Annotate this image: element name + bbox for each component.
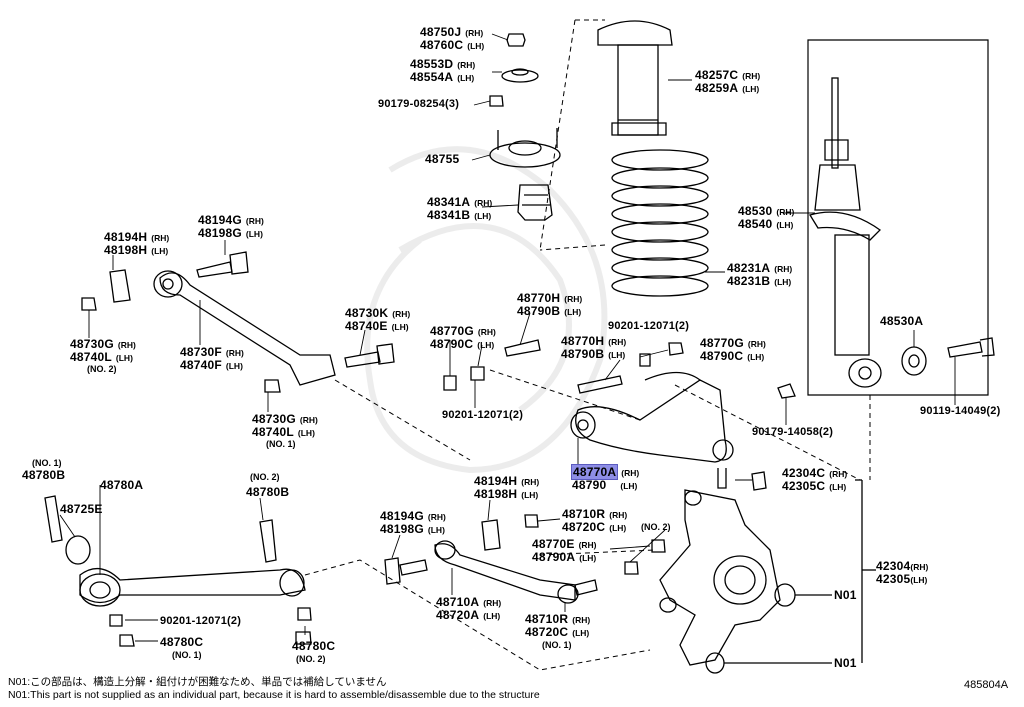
sub-no2-c: (NO. 2) [641, 522, 671, 532]
label-48530[interactable]: 48530(RH) [738, 204, 795, 218]
sub-no2-b: (NO. 2) [250, 472, 280, 482]
label-48554a[interactable]: 48554A(LH) [410, 70, 475, 84]
label-48198g-top[interactable]: 48198G(LH) [198, 226, 263, 240]
label-90179-08254[interactable]: 90179-08254(3) [378, 98, 460, 110]
label-48790b-a[interactable]: 48790B(LH) [517, 304, 582, 318]
footnote-english: N01:This part is not supplied as an indi… [8, 689, 540, 701]
sub-no2-d: (NO. 2) [296, 654, 326, 664]
label-n01-a[interactable]: N01 [834, 588, 857, 602]
label-48790[interactable]: 48790(LH) [572, 478, 638, 492]
sub-no1-c: (NO. 1) [172, 650, 202, 660]
label-48194g-top[interactable]: 48194G(RH) [198, 213, 264, 227]
label-48710r-a[interactable]: 48710R(RH) [562, 507, 628, 521]
label-48740e[interactable]: 48740E(LH) [345, 319, 409, 333]
label-48231b[interactable]: 48231B(LH) [727, 274, 792, 288]
label-48194g-b[interactable]: 48194G(RH) [380, 509, 446, 523]
label-90179-14058[interactable]: 90179-14058(2) [752, 426, 834, 438]
label-48540[interactable]: 48540(LH) [738, 217, 794, 231]
label-90201-12071-a[interactable]: 90201-12071(2) [608, 320, 690, 332]
sub-no1-a: (NO. 1) [266, 439, 296, 449]
label-48790c-a[interactable]: 48790C(LH) [430, 337, 495, 351]
label-48198g-b[interactable]: 48198G(LH) [380, 522, 445, 536]
label-48730g-b[interactable]: 48730G(RH) [252, 412, 318, 426]
label-42304[interactable]: 42304(RH) [876, 559, 929, 573]
label-42304c[interactable]: 42304C(RH) [782, 466, 848, 480]
label-48770h-b[interactable]: 48770H(RH) [561, 334, 627, 348]
label-48740l-b[interactable]: 48740L(LH) [252, 425, 315, 439]
label-48194h-top[interactable]: 48194H(RH) [104, 230, 170, 244]
label-48257c[interactable]: 48257C(RH) [695, 68, 761, 82]
label-48198h-top[interactable]: 48198H(LH) [104, 243, 169, 257]
label-48730k[interactable]: 48730K(RH) [345, 306, 411, 320]
label-48720a[interactable]: 48720A(LH) [436, 608, 501, 622]
label-90201-12071-c[interactable]: 90201-12071(2) [160, 615, 242, 627]
label-48553d[interactable]: 48553D(RH) [410, 57, 476, 71]
label-48710r-b[interactable]: 48710R(RH) [525, 612, 591, 626]
label-48770g-a[interactable]: 48770G(RH) [430, 324, 496, 338]
diagram-id: 485804A [964, 679, 1009, 691]
label-48730f[interactable]: 48730F(RH) [180, 345, 244, 359]
label-48790c-b[interactable]: 48790C(LH) [700, 349, 765, 363]
label-48259a[interactable]: 48259A(LH) [695, 81, 760, 95]
label-48770a-highlighted[interactable]: 48770A(RH) [570, 464, 640, 480]
label-48750j[interactable]: 48750J(RH) [420, 25, 484, 39]
label-42305c[interactable]: 42305C(LH) [782, 479, 847, 493]
label-48780b-a[interactable]: 48780B [22, 468, 66, 482]
label-48760c[interactable]: 48760C(LH) [420, 38, 485, 52]
label-48780c-a[interactable]: 48780C [160, 635, 204, 649]
label-48755[interactable]: 48755 [425, 152, 460, 166]
label-48740l-a[interactable]: 48740L(LH) [70, 350, 133, 364]
label-48710a[interactable]: 48710A(RH) [436, 595, 502, 609]
label-48530a[interactable]: 48530A [880, 314, 924, 328]
label-48770g-b[interactable]: 48770G(RH) [700, 336, 766, 350]
label-48341a[interactable]: 48341A(RH) [427, 195, 493, 209]
sub-no2-a: (NO. 2) [87, 364, 117, 374]
label-48740f[interactable]: 48740F(LH) [180, 358, 243, 372]
sub-no1-d: (NO. 1) [542, 640, 572, 650]
label-n01-b[interactable]: N01 [834, 656, 857, 670]
watermark-icon [364, 146, 608, 474]
label-90201-12071-b[interactable]: 90201-12071(2) [442, 409, 524, 421]
label-48770h-a[interactable]: 48770H(RH) [517, 291, 583, 305]
label-48770e[interactable]: 48770E(RH) [532, 537, 597, 551]
label-48780b-b[interactable]: 48780B [246, 485, 290, 499]
label-42305[interactable]: 42305(LH) [876, 572, 928, 586]
label-48790a[interactable]: 48790A(LH) [532, 550, 597, 564]
footnote-japanese: N01:この部品は、構造上分解・組付けが困難なため、単品では補給していません [8, 676, 387, 688]
label-48780c-b[interactable]: 48780C [292, 639, 336, 653]
label-48720c-a[interactable]: 48720C(LH) [562, 520, 627, 534]
label-48231a[interactable]: 48231A(RH) [727, 261, 793, 275]
sub-no1-b: (NO. 1) [32, 458, 62, 468]
label-90119-14049[interactable]: 90119-14049(2) [920, 405, 1001, 417]
label-48194h-b[interactable]: 48194H(RH) [474, 474, 540, 488]
label-48725e[interactable]: 48725E [60, 502, 103, 516]
label-48198h-b[interactable]: 48198H(LH) [474, 487, 539, 501]
label-48790b-b[interactable]: 48790B(LH) [561, 347, 626, 361]
label-48720c-b[interactable]: 48720C(LH) [525, 625, 590, 639]
label-48730g-a[interactable]: 48730G(RH) [70, 337, 136, 351]
label-48341b[interactable]: 48341B(LH) [427, 208, 492, 222]
label-48780a[interactable]: 48780A [100, 478, 144, 492]
